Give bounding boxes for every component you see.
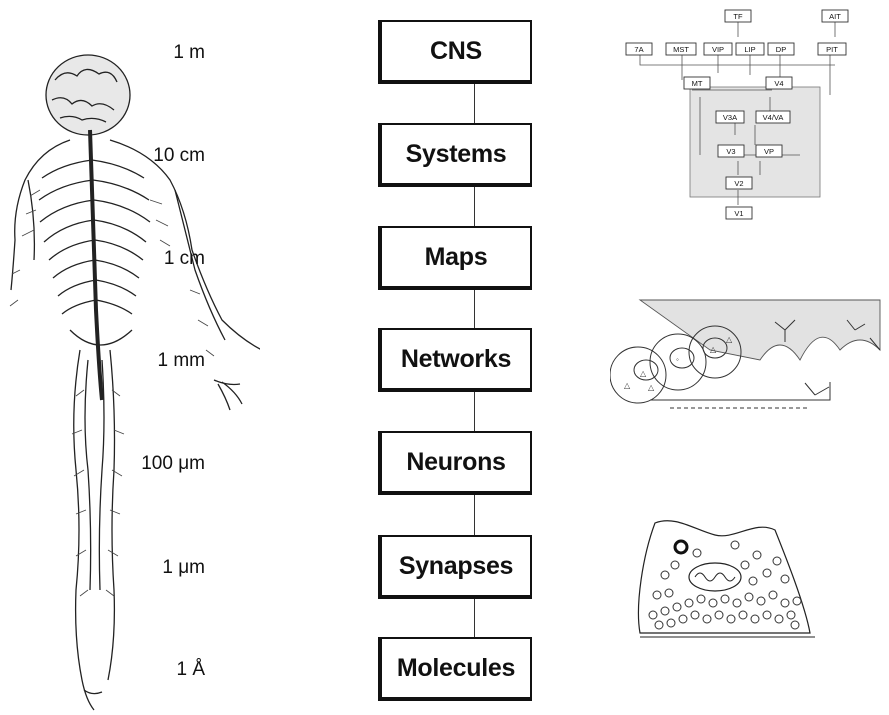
scale-label: 1 cm: [164, 248, 205, 270]
level-name: Networks: [401, 345, 511, 374]
level-networks: 1 mm Networks: [0, 328, 560, 400]
area-label: AIT: [829, 12, 841, 21]
synapse-icon: [635, 515, 820, 645]
area-label: PIT: [826, 45, 838, 54]
level-box: Maps: [378, 226, 532, 290]
level-molecules: 1 Å Molecules: [0, 637, 560, 709]
scale-label: 1 Å: [176, 659, 205, 681]
area-label: V4: [774, 79, 783, 88]
level-box: CNS: [378, 20, 532, 84]
svg-text:△: △: [726, 335, 733, 344]
scale-label: 1 μm: [162, 557, 205, 579]
level-box: Networks: [378, 328, 532, 392]
level-box: Systems: [378, 123, 532, 187]
area-label: VP: [764, 147, 774, 156]
level-name: Maps: [425, 243, 488, 272]
scale-label: 1 m: [173, 42, 205, 64]
neural-network-icon: △△△ ◦△△: [610, 290, 889, 415]
level-name: Molecules: [397, 654, 515, 683]
area-label: V4/VA: [763, 113, 784, 122]
area-label: TF: [733, 12, 743, 21]
level-name: CNS: [430, 37, 482, 66]
svg-text:◦: ◦: [676, 355, 679, 364]
level-box: Molecules: [378, 637, 532, 701]
area-label: DP: [776, 45, 786, 54]
level-name: Systems: [406, 140, 507, 169]
scale-label: 1 mm: [158, 350, 206, 372]
level-cns: 1 m CNS: [0, 20, 560, 92]
level-name: Synapses: [399, 552, 513, 581]
area-label: 7A: [634, 45, 643, 54]
svg-text:△: △: [624, 381, 631, 390]
area-label: V3A: [723, 113, 737, 122]
level-synapses: 1 μm Synapses: [0, 535, 560, 607]
svg-text:△: △: [640, 369, 647, 378]
area-label: V3: [726, 147, 735, 156]
area-label: VIP: [712, 45, 724, 54]
level-name: Neurons: [406, 448, 505, 477]
level-systems: 10 cm Systems: [0, 123, 560, 195]
svg-text:△: △: [710, 345, 717, 354]
area-label: MT: [692, 79, 703, 88]
level-neurons: 100 μm Neurons: [0, 431, 560, 503]
visual-pathway-icon: TF AIT 7A MST VIP LIP DP PIT MT V4 V3A V…: [620, 5, 860, 220]
svg-text:△: △: [648, 383, 655, 392]
level-box: Synapses: [378, 535, 532, 599]
scale-label: 100 μm: [141, 453, 205, 475]
area-label: V1: [734, 209, 743, 218]
area-label: LIP: [744, 45, 755, 54]
area-label: V2: [734, 179, 743, 188]
scale-label: 10 cm: [153, 145, 205, 167]
level-box: Neurons: [378, 431, 532, 495]
level-maps: 1 cm Maps: [0, 226, 560, 298]
area-label: MST: [673, 45, 689, 54]
